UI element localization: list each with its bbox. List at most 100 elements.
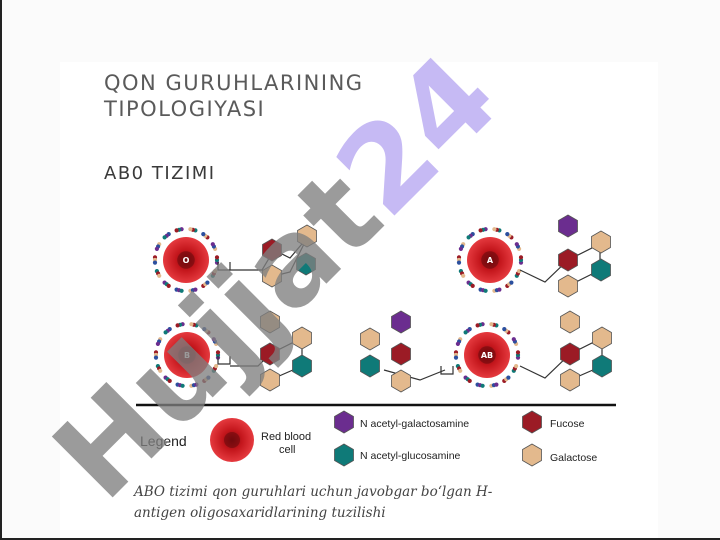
antigen-dot bbox=[470, 283, 475, 288]
antigen-dot bbox=[514, 364, 519, 369]
rbc-ab bbox=[453, 322, 521, 388]
antigen-dot bbox=[494, 382, 499, 387]
antigen-dot bbox=[162, 235, 167, 240]
galactose-hex bbox=[260, 310, 280, 334]
fucose-hex bbox=[560, 342, 580, 366]
antigen-dot bbox=[453, 355, 459, 360]
legend-rbc-label-line1: Red blood bbox=[261, 431, 311, 443]
linker-bracket bbox=[217, 356, 231, 365]
slide-canvas bbox=[60, 62, 658, 538]
antigen-dot bbox=[163, 330, 168, 335]
antigen-dot bbox=[205, 280, 210, 285]
antigen-dot bbox=[505, 232, 510, 237]
antigen-dot bbox=[188, 227, 193, 232]
antigen-dot bbox=[202, 327, 207, 332]
cell-label-a: A bbox=[487, 256, 494, 265]
antigen-dot bbox=[489, 322, 494, 327]
antigen-dot bbox=[155, 341, 160, 346]
antigen-dot bbox=[152, 260, 158, 265]
antigen-dot bbox=[166, 283, 171, 288]
chain-o bbox=[230, 237, 308, 277]
legend-fucose-label: Fucose bbox=[550, 418, 585, 430]
linker-bracket bbox=[217, 262, 231, 271]
rbc-b bbox=[153, 322, 221, 388]
legend-glcnac-swatch bbox=[334, 443, 354, 467]
n-acetyl-glucosamine-hex bbox=[292, 354, 312, 378]
galactose-hex bbox=[560, 368, 580, 392]
galactose-hex bbox=[297, 224, 317, 248]
antigen-dot bbox=[497, 287, 502, 292]
cell-label-o: O bbox=[183, 256, 190, 265]
caption-line-1: ABO tizimi qon guruhlari uchun javobgar … bbox=[134, 484, 493, 500]
antigen-dot bbox=[475, 323, 480, 328]
caption-line-2: antigen oligosaxaridlarining tuzilishi bbox=[134, 505, 386, 521]
antigen-dot bbox=[157, 273, 162, 278]
antigen-dot bbox=[506, 375, 511, 380]
legend-galactose-label: Galactose bbox=[550, 452, 597, 464]
antigen-dot bbox=[167, 378, 172, 383]
antigen-dot bbox=[215, 350, 221, 355]
linker-bracket bbox=[440, 366, 454, 375]
antigen-dot bbox=[213, 269, 218, 274]
antigen-dot bbox=[214, 255, 220, 260]
galactose-hex bbox=[591, 230, 611, 254]
sugars-layer bbox=[260, 214, 612, 393]
legend-rbc-core bbox=[224, 432, 240, 448]
antigen-dot bbox=[511, 337, 516, 342]
antigen-dot bbox=[502, 327, 507, 332]
legend-rbc-label-line2: cell bbox=[279, 444, 296, 456]
rbc-a bbox=[456, 227, 524, 293]
fucose-hex bbox=[391, 342, 411, 366]
antigen-dot bbox=[214, 364, 219, 369]
antigen-dot bbox=[175, 323, 180, 328]
n-acetyl-glucosamine-hex bbox=[591, 258, 611, 282]
antigen-dot bbox=[179, 288, 184, 293]
galactose-hex bbox=[360, 327, 380, 351]
antigen-dot bbox=[174, 228, 179, 233]
legend-galnac-label: N acetyl-galactosamine bbox=[360, 418, 469, 430]
n-acetyl-glucosamine-hex bbox=[296, 252, 316, 276]
galactose-hex bbox=[560, 310, 580, 334]
antigen-dot bbox=[509, 280, 514, 285]
antigen-dot bbox=[193, 287, 198, 292]
antigen-dot bbox=[458, 368, 463, 373]
antigen-dot bbox=[463, 330, 468, 335]
cell-label-ab: AB bbox=[481, 351, 493, 360]
red-blood-cell-core bbox=[178, 346, 196, 364]
antigen-dot bbox=[467, 378, 472, 383]
red-blood-cell-core bbox=[481, 251, 499, 269]
antigen-dot bbox=[180, 383, 185, 388]
antigen-dot bbox=[456, 260, 462, 265]
antigen-dot bbox=[480, 383, 485, 388]
galactose-hex bbox=[592, 326, 612, 350]
antigen-dot bbox=[483, 288, 488, 293]
legend-galactose-swatch bbox=[522, 443, 542, 467]
n-acetyl-galactosamine-hex bbox=[391, 310, 411, 334]
antigen-dot bbox=[158, 368, 163, 373]
antigen-dot bbox=[455, 341, 460, 346]
cells-layer bbox=[152, 227, 524, 388]
antigen-dot bbox=[518, 255, 524, 260]
antigen-dot bbox=[466, 235, 471, 240]
legend-title: Legend bbox=[140, 433, 187, 449]
galactose-hex bbox=[558, 274, 578, 298]
figure-caption: ABO tizimi qon guruhlari uchun javobgar … bbox=[134, 482, 594, 524]
antigen-dot bbox=[211, 337, 216, 342]
slide-title: QON GURUHLARINING TIPOLOGIYASI bbox=[104, 70, 364, 122]
title-line-1: QON GURUHLARINING bbox=[104, 71, 364, 95]
antigen-dot bbox=[458, 246, 463, 251]
antigen-dot bbox=[194, 382, 199, 387]
antigen-dot bbox=[206, 375, 211, 380]
fucose-hex bbox=[260, 342, 280, 366]
antigen-dot bbox=[514, 242, 519, 247]
galactose-hex bbox=[292, 326, 312, 350]
galactose-hex bbox=[391, 369, 411, 393]
legend-fucose-swatch bbox=[522, 410, 542, 434]
antigen-dot bbox=[478, 228, 483, 233]
galactose-hex bbox=[260, 368, 280, 392]
cell-label-b: B bbox=[184, 351, 190, 360]
legend-galnac-swatch bbox=[334, 410, 354, 434]
antigen-dot bbox=[201, 232, 206, 237]
n-acetyl-glucosamine-hex bbox=[592, 354, 612, 378]
